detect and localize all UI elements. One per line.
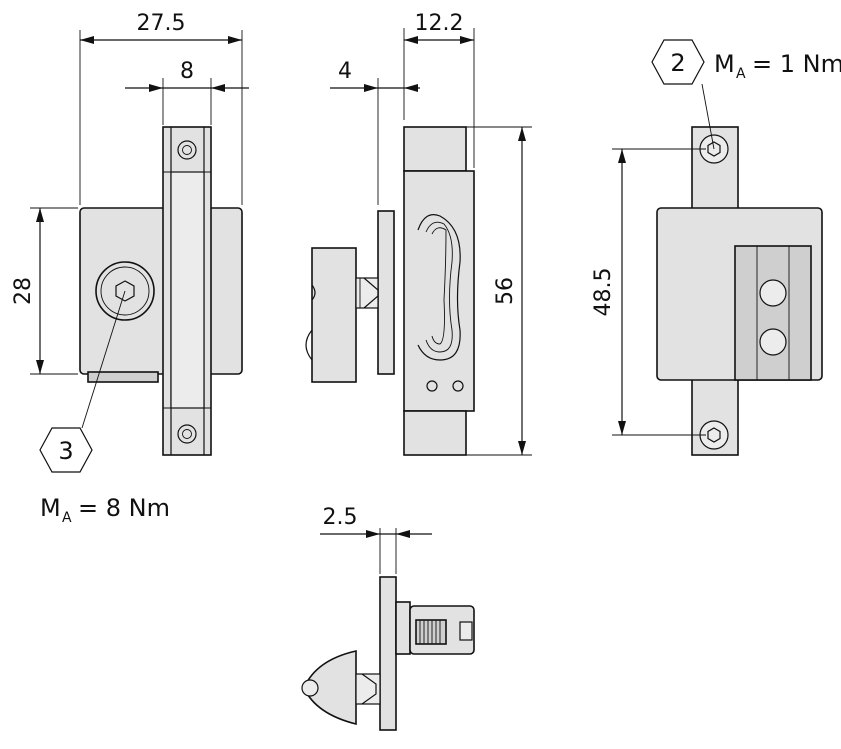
side-bottom-block: [403, 410, 467, 456]
front-view-dimensions: 27.5 8 28: [11, 11, 249, 375]
side-nut-block: [311, 247, 357, 383]
body-lip: [87, 371, 159, 383]
callout-2-torque-sub: A: [736, 66, 746, 82]
dim-height-left: 28: [11, 277, 36, 305]
callout-3-torque-sub: A: [62, 510, 72, 526]
callout-3-torque-prefix: M: [40, 494, 61, 522]
callout-3-torque-value: = 8 Nm: [78, 494, 170, 522]
side-top-block: [403, 126, 467, 172]
right-top-hex-socket-icon: [707, 141, 721, 157]
rail-top-screw-icon: [177, 140, 197, 160]
dim-depth-side: 12.2: [415, 11, 464, 36]
side-main-body: [403, 170, 475, 412]
dim-height-side: 56: [493, 277, 518, 305]
callout-2-torque-prefix: M: [714, 50, 735, 78]
side-screw-shaft: [355, 277, 379, 309]
dim-offset-side: 4: [338, 59, 352, 84]
right-hole-upper-icon: [759, 279, 787, 307]
right-view: [656, 126, 823, 456]
bottom-view-dimensions: 2.5: [320, 505, 432, 574]
right-bottom-hex-socket-icon: [707, 427, 721, 443]
dim-hole-spacing: 48.5: [591, 268, 616, 317]
bottom-plate: [379, 576, 397, 731]
callout-3-hexagon-icon: [39, 427, 93, 473]
right-slot-insert: [734, 245, 812, 381]
dim-width-slot: 8: [180, 59, 194, 84]
spring-clip: [417, 214, 461, 361]
callout-3: 3 M A = 8 Nm: [39, 290, 170, 526]
dim-plate-thickness: 2.5: [323, 505, 358, 530]
bottom-view: [301, 576, 475, 731]
side-hole-right-icon: [452, 380, 464, 392]
hex-socket-icon: [115, 280, 135, 302]
rail-channel: [170, 171, 205, 409]
callout-3-number: 3: [58, 437, 73, 465]
callout-2-number: 2: [670, 49, 685, 77]
callout-2-hexagon-icon: [651, 39, 705, 85]
callout-2-torque-value: = 1 Nm: [752, 50, 841, 78]
side-hole-left-icon: [426, 380, 438, 392]
bottom-insert-cap: [459, 621, 473, 641]
side-view: [305, 126, 475, 456]
side-view-dimensions: 12.2 4 56: [330, 11, 532, 456]
callout-2: 2 M A = 1 Nm: [651, 39, 841, 150]
dim-width-total: 27.5: [137, 11, 186, 36]
right-view-dimensions: 48.5: [591, 148, 706, 436]
side-plate: [377, 210, 395, 375]
front-view: [79, 126, 243, 456]
right-hole-lower-icon: [759, 328, 787, 356]
rail-bottom-screw-icon: [177, 424, 197, 444]
bottom-thread: [415, 619, 447, 645]
bottom-collar: [395, 601, 411, 655]
